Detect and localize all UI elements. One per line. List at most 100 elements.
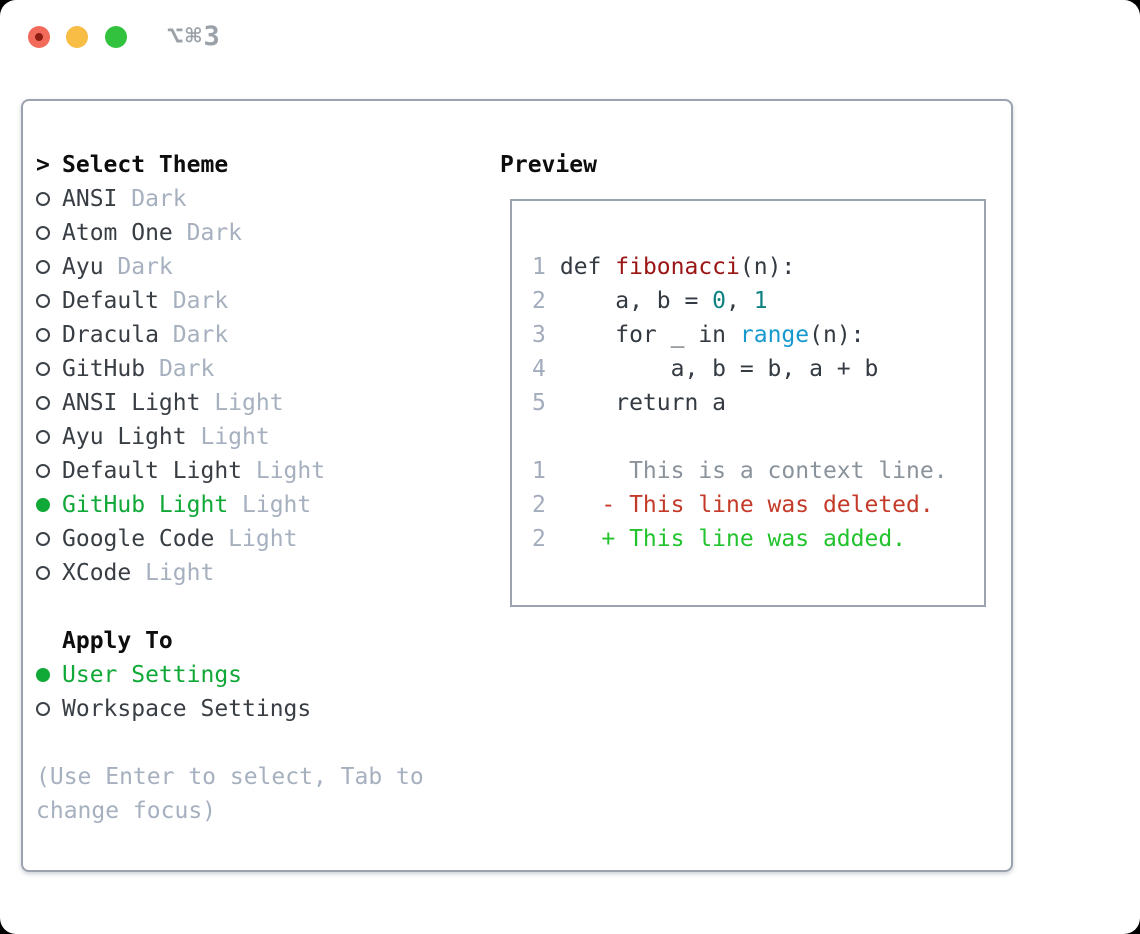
theme-option-ayu-light[interactable]: Ayu Light Light	[36, 420, 476, 454]
theme-variant-tag: Light	[214, 526, 298, 552]
code-line: 1 def fibonacci(n):	[532, 250, 984, 284]
apply-option-user-settings[interactable]: User Settings	[36, 658, 476, 692]
preview-section: Preview 1 def fibonacci(n):2 a, b = 0, 1…	[500, 148, 986, 607]
theme-option-google-code[interactable]: Google Code Light	[36, 522, 476, 556]
preview-header: Preview	[500, 148, 986, 182]
option-label: Default	[62, 288, 159, 314]
theme-option-atom-one[interactable]: Atom One Dark	[36, 216, 476, 250]
code-segment-function: fibonacci	[615, 254, 740, 280]
diff-line: 2 + This line was added.	[532, 522, 984, 556]
radio-icon	[36, 396, 62, 410]
radio-icon	[36, 362, 62, 376]
spacer	[36, 590, 476, 624]
radio-icon	[36, 566, 62, 580]
diff-line: 1 This is a context line.	[532, 454, 984, 488]
code-segment-code: return a	[546, 390, 727, 416]
theme-variant-tag: Light	[131, 560, 215, 586]
theme-option-ansi-light[interactable]: ANSI Light Light	[36, 386, 476, 420]
close-focus-dot-icon	[35, 33, 43, 41]
theme-variant-tag: Dark	[145, 356, 215, 382]
option-label: XCode	[62, 560, 132, 586]
theme-option-github[interactable]: GitHub Dark	[36, 352, 476, 386]
code-segment-builtin: range	[739, 322, 810, 348]
option-label: GitHub	[62, 356, 146, 382]
option-label: User Settings	[62, 662, 243, 688]
theme-variant-tag: Dark	[117, 186, 187, 212]
radio-icon	[36, 532, 62, 546]
diff-block: 1 This is a context line.2 - This line w…	[532, 454, 984, 556]
code-segment-code: for _ in	[546, 322, 740, 348]
select-theme-header: > Select Theme	[36, 148, 476, 182]
theme-option-xcode[interactable]: XCode Light	[36, 556, 476, 590]
radio-icon	[36, 294, 62, 308]
radio-icon	[36, 328, 62, 342]
radio-selected-icon	[36, 498, 62, 512]
theme-option-github-light[interactable]: GitHub Light Light	[36, 488, 476, 522]
radio-icon	[36, 702, 62, 716]
option-label: ANSI	[62, 186, 118, 212]
line-number: 4	[532, 356, 546, 382]
theme-option-default-light[interactable]: Default Light Light	[36, 454, 476, 488]
radio-icon	[36, 260, 62, 274]
option-label: ANSI Light	[62, 390, 201, 416]
code-segment-code: (n):	[739, 254, 796, 280]
theme-variant-tag: Light	[242, 458, 326, 484]
code-segment-code: (n):	[809, 322, 865, 348]
option-label: Workspace Settings	[62, 696, 312, 722]
apply-option-workspace-settings[interactable]: Workspace Settings	[36, 692, 476, 726]
line-number: 2	[532, 526, 546, 552]
radio-icon	[36, 192, 62, 206]
theme-variant-tag: Dark	[158, 322, 229, 348]
theme-variant-tag: Light	[228, 492, 312, 518]
theme-variant-tag: Dark	[172, 220, 243, 246]
titlebar: ⌥⌘3	[0, 0, 1140, 74]
theme-option-ayu[interactable]: Ayu Dark	[36, 250, 476, 284]
select-theme-title: Select Theme	[62, 152, 229, 178]
option-label: Ayu	[62, 254, 104, 280]
hint-text: (Use Enter to select, Tab to change focu…	[36, 764, 424, 824]
code-line: 5 return a	[532, 386, 984, 420]
option-label: Default Light	[62, 458, 243, 484]
minimize-button[interactable]	[66, 26, 88, 48]
close-button[interactable]	[28, 26, 50, 48]
code-segment-code: a, b = b, a + b	[546, 356, 879, 382]
radio-icon	[36, 430, 62, 444]
theme-option-default[interactable]: Default Dark	[36, 284, 476, 318]
spacer	[532, 420, 984, 454]
line-number: 5	[532, 390, 546, 416]
preview-title: Preview	[500, 152, 597, 178]
option-label: Ayu Light	[62, 424, 187, 450]
code-segment-number: 0	[712, 288, 727, 314]
theme-option-dracula[interactable]: Dracula Dark	[36, 318, 476, 352]
code-line: 3 for _ in range(n):	[532, 318, 984, 352]
option-label: GitHub Light	[62, 492, 229, 518]
radio-icon	[36, 464, 62, 478]
code-line: 2 a, b = 0, 1	[532, 284, 984, 318]
theme-variant-tag: Light	[186, 424, 270, 450]
code-segment-number: 1	[753, 288, 768, 314]
code-segment-code: ,	[726, 288, 754, 314]
theme-variant-tag: Dark	[158, 288, 229, 314]
code-segment-code: a, b =	[546, 288, 713, 314]
theme-option-ansi[interactable]: ANSI Dark	[36, 182, 476, 216]
line-number: 1	[532, 458, 546, 484]
code-segment-context: This is a context line.	[546, 458, 948, 484]
line-number: 2	[532, 288, 546, 314]
theme-variant-tag: Dark	[103, 254, 173, 280]
theme-variant-tag: Light	[200, 390, 284, 416]
apply-to-header: Apply To	[36, 624, 476, 658]
radio-selected-icon	[36, 668, 62, 682]
line-number: 1	[532, 254, 546, 280]
zoom-button[interactable]	[105, 26, 127, 48]
code-segment-added: + This line was added.	[546, 526, 907, 552]
option-label: Atom One	[62, 220, 173, 246]
diff-line: 2 - This line was deleted.	[532, 488, 984, 522]
line-number: 3	[532, 322, 546, 348]
